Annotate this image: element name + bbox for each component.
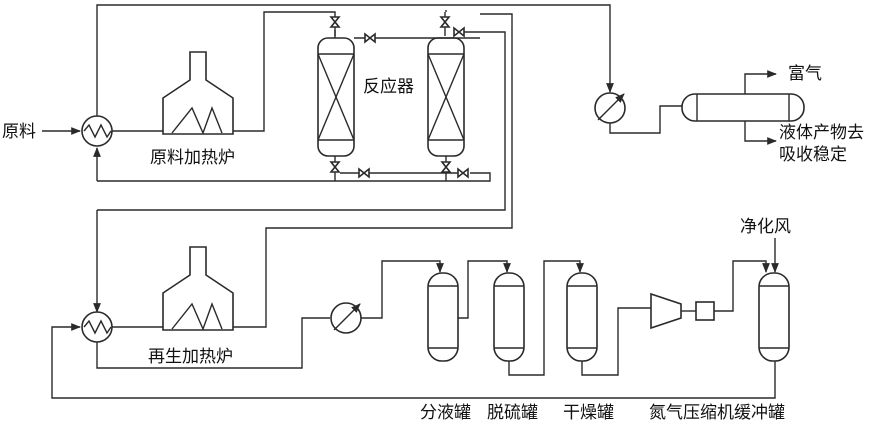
valve-bottom-right [457, 167, 469, 179]
knockout-drum-label: 分液罐 [420, 403, 471, 423]
drying-tank-label: 干燥罐 [563, 403, 614, 423]
reactor-2 [427, 37, 465, 157]
liquid-product-line [744, 121, 777, 145]
regen-heat-exchanger [81, 311, 113, 343]
product-cooler [594, 92, 626, 124]
reactor-1 [317, 37, 355, 157]
regen-heater-label: 再生加热炉 [148, 347, 233, 367]
desulfurization-tank [493, 272, 525, 362]
desulfurization-tank-label: 脱硫罐 [487, 403, 538, 423]
knockout-drum [427, 272, 459, 362]
buffer-tank [758, 272, 790, 362]
valve-bottom-crossover [358, 167, 370, 179]
liquid-product-label-2: 吸收稳定 [779, 145, 847, 165]
compressor-motor [695, 301, 715, 321]
liquid-product-label-1: 液体产物去 [779, 123, 864, 143]
nitrogen-compressor [650, 292, 682, 330]
regen-cooler [330, 302, 362, 334]
valve-top-right [453, 26, 465, 38]
recycle-line [51, 323, 776, 399]
drying-tank [566, 272, 598, 362]
gas-liquid-separator [681, 93, 805, 122]
purified-air-label: 净化风 [740, 217, 791, 237]
valve-bottom-reactor-1 [329, 161, 341, 173]
feed-heater-label: 原料加热炉 [150, 148, 235, 168]
rich-gas-label: 富气 [788, 64, 822, 84]
feed-heat-exchanger [81, 115, 113, 147]
valve-top-reactor-2 [439, 12, 451, 36]
reactors-label: 反应器 [363, 77, 414, 97]
feed-label: 原料 [2, 122, 36, 142]
rich-gas-line [744, 70, 777, 94]
nitrogen-compressor-buffer-label: 氮气压缩机缓冲罐 [649, 403, 785, 423]
reactor-effluent-line [96, 4, 614, 116]
regen-heater [162, 246, 234, 331]
feed-heater [162, 51, 234, 135]
valve-top-reactor-1 [329, 16, 341, 28]
valve-bottom-reactor-2 [440, 161, 452, 173]
valve-top-crossover [364, 32, 376, 44]
